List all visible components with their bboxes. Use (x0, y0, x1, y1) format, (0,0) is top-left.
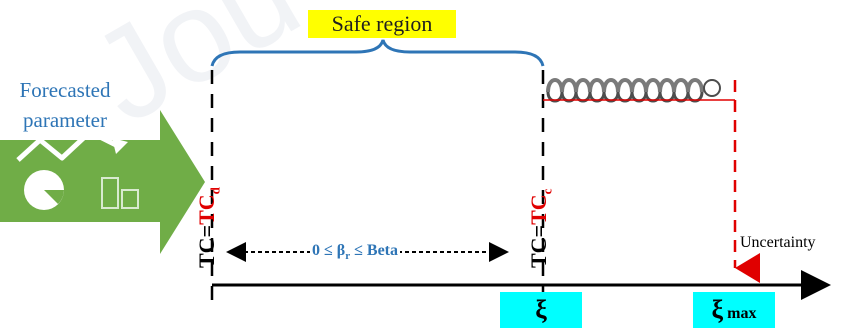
tc-d-label: TC=TCd (194, 187, 223, 268)
tc-c-label: TC=TCc (526, 188, 555, 268)
spring-coil-icon (546, 78, 721, 103)
beta-range-label: 0 ≤ βr ≤ Beta (310, 242, 400, 263)
safe-region-bracket (210, 39, 545, 67)
xi-max-marker: ξ max (693, 292, 775, 328)
forecast-line-1: Forecasted (19, 78, 111, 102)
uncertainty-label: Uncertainty (740, 234, 816, 251)
forecast-arrow-icon (0, 110, 205, 254)
forecasted-parameter-label: Forecasted parameter (0, 75, 130, 135)
safe-region-label: Safe region (308, 10, 456, 38)
forecast-line-2: parameter (23, 108, 107, 132)
xi-marker: ξ (500, 292, 582, 328)
